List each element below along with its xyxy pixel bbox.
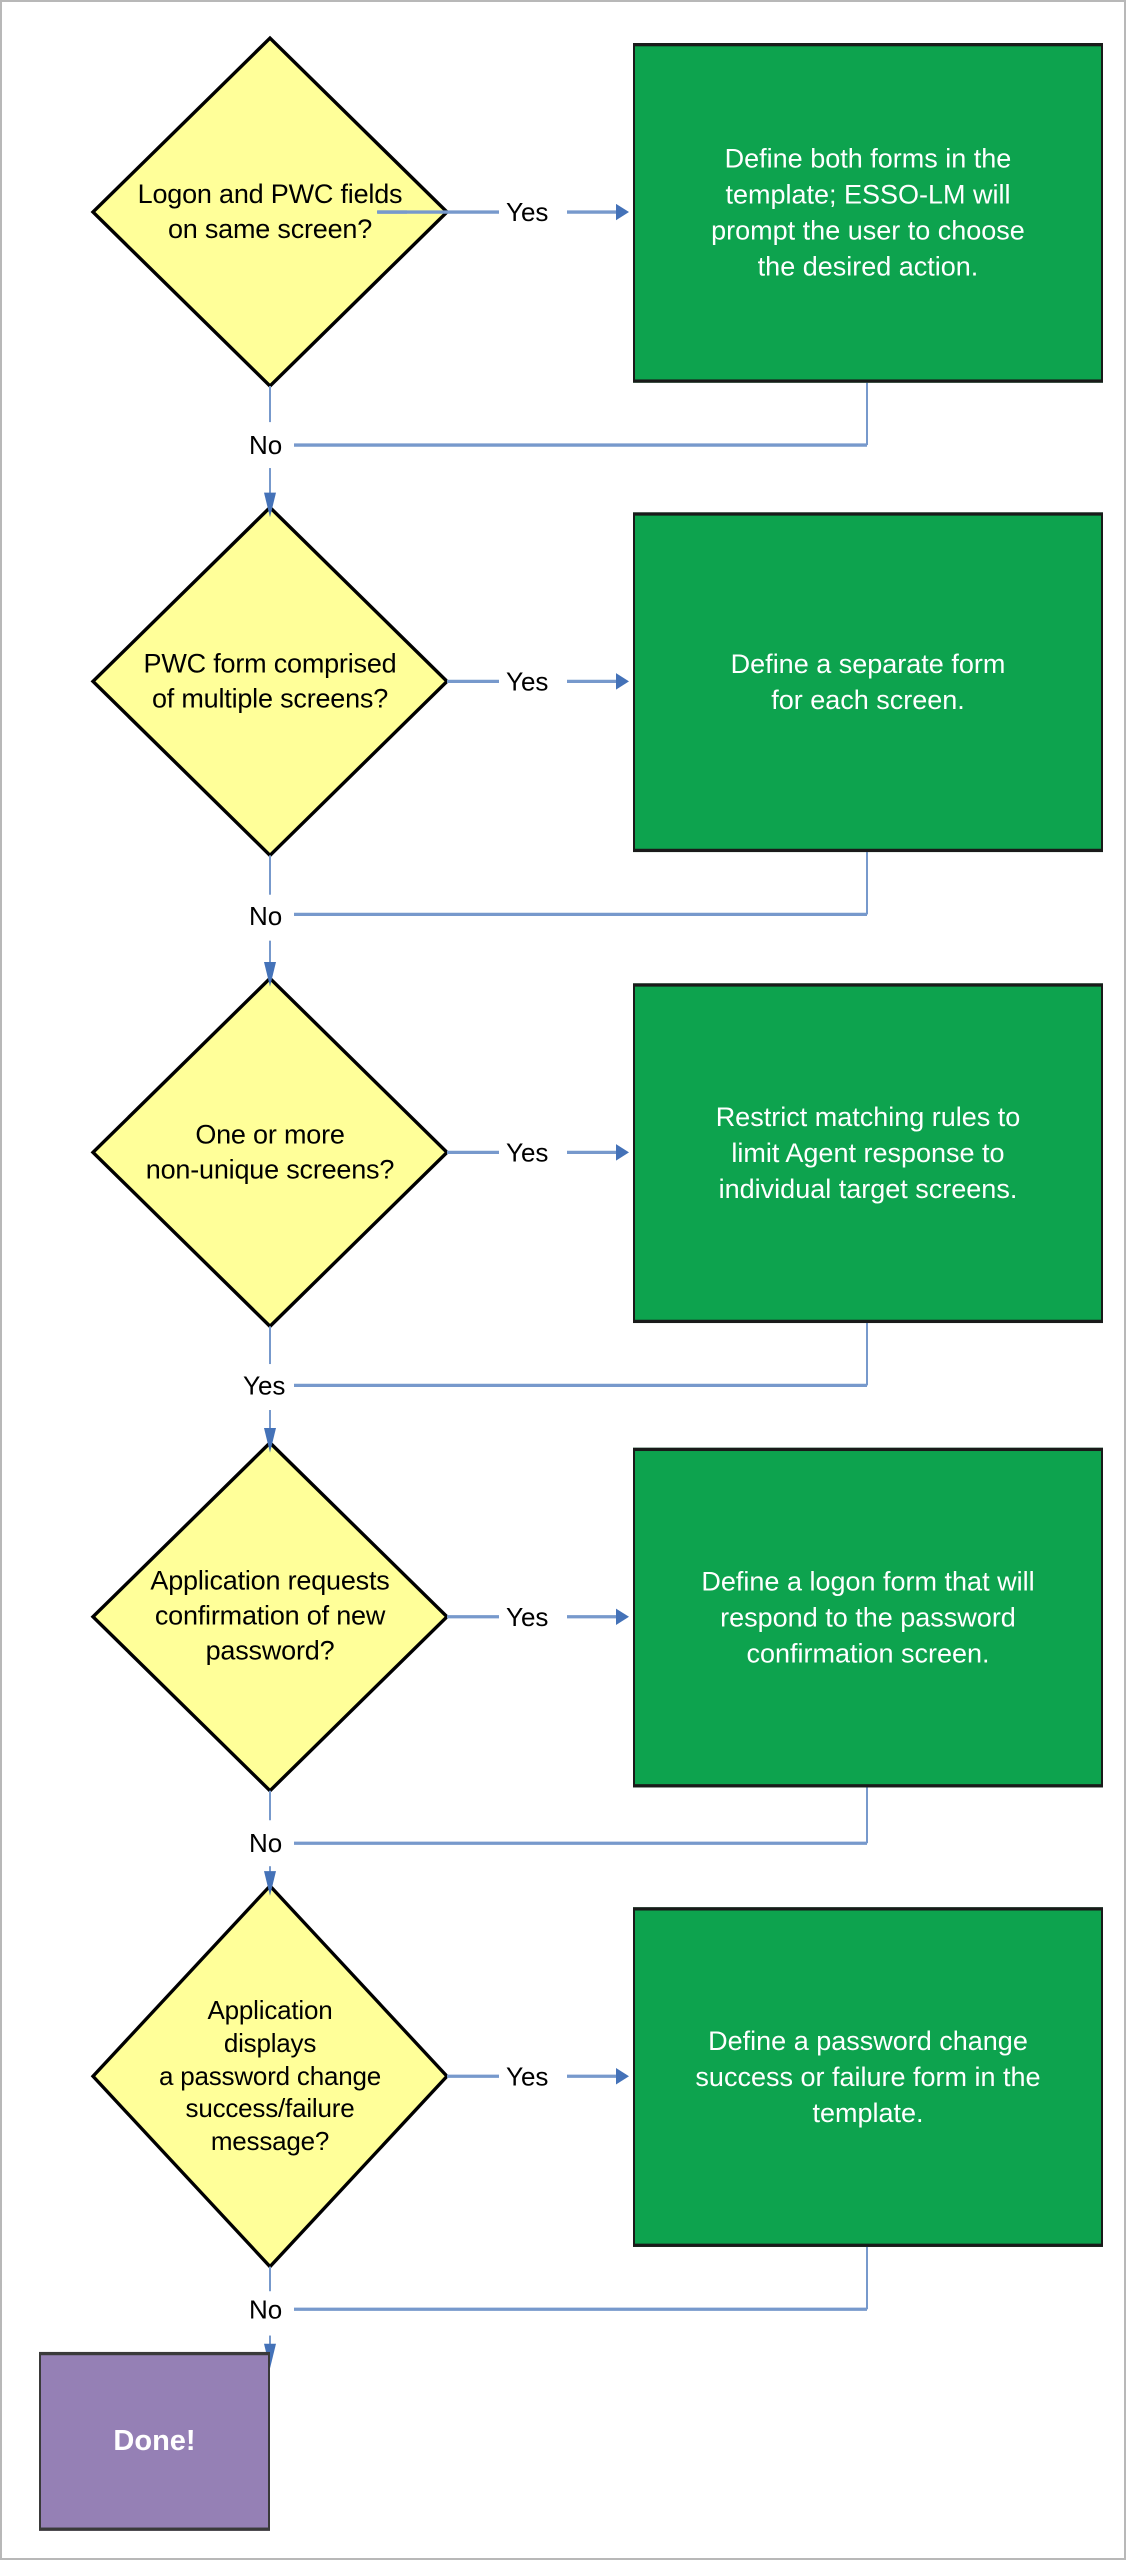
decision-label-1: Logon and PWC fields on same screen?: [137, 178, 403, 245]
edge-label-d1-yes: Yes: [503, 199, 552, 226]
action-label-2: Define a separate form for each screen.: [730, 648, 1006, 715]
action-node-3[interactable]: Restrict matching rules to limit Agent r…: [633, 983, 1103, 1324]
decision-label-3: One or more non-unique screens?: [145, 1119, 395, 1185]
decision-node-2[interactable]: PWC form comprised of multiple screens?: [93, 507, 447, 855]
action-label-3: Restrict matching rules to limit Agent r…: [715, 1101, 1021, 1204]
action-node-1[interactable]: Define both forms in the template; ESSO-…: [633, 43, 1103, 383]
decision-node-3[interactable]: One or more non-unique screens?: [93, 978, 447, 1326]
edge-label-d2-yes: Yes: [503, 668, 552, 695]
edge-label-d3-down: Yes: [240, 1372, 289, 1399]
decision-node-1[interactable]: Logon and PWC fields on same screen?: [93, 38, 447, 386]
decision-node-5[interactable]: Application displays a password change s…: [93, 1886, 447, 2267]
terminal-label: Done!: [113, 2424, 196, 2457]
edge-label-d3-yes: Yes: [503, 1139, 552, 1166]
edge-label-d4-down: No: [246, 1830, 286, 1857]
action-label-5: Define a password change success or fail…: [695, 2025, 1041, 2128]
decision-label-5: Application displays a password change s…: [158, 1995, 382, 2157]
edge-label-d2-down: No: [246, 903, 286, 930]
action-label-1: Define both forms in the template; ESSO-…: [711, 143, 1025, 281]
action-node-4[interactable]: Define a logon form that will respond to…: [633, 1447, 1103, 1788]
action-node-5[interactable]: Define a password change success or fail…: [633, 1907, 1103, 2247]
edge-label-d4-yes: Yes: [503, 1603, 552, 1630]
action-label-4: Define a logon form that will respond to…: [701, 1565, 1035, 1668]
terminal-node-done[interactable]: Done!: [39, 2351, 270, 2531]
decision-label-2: PWC form comprised of multiple screens?: [143, 648, 397, 714]
decision-label-4: Application requests confirmation of new…: [150, 1566, 390, 1667]
edge-label-d5-down: No: [246, 2296, 286, 2323]
edge-label-d1-down: No: [246, 432, 286, 459]
action-node-2[interactable]: Define a separate form for each screen.: [633, 512, 1103, 853]
decision-node-4[interactable]: Application requests confirmation of new…: [93, 1443, 447, 1791]
edge-label-d5-yes: Yes: [503, 2063, 552, 2090]
